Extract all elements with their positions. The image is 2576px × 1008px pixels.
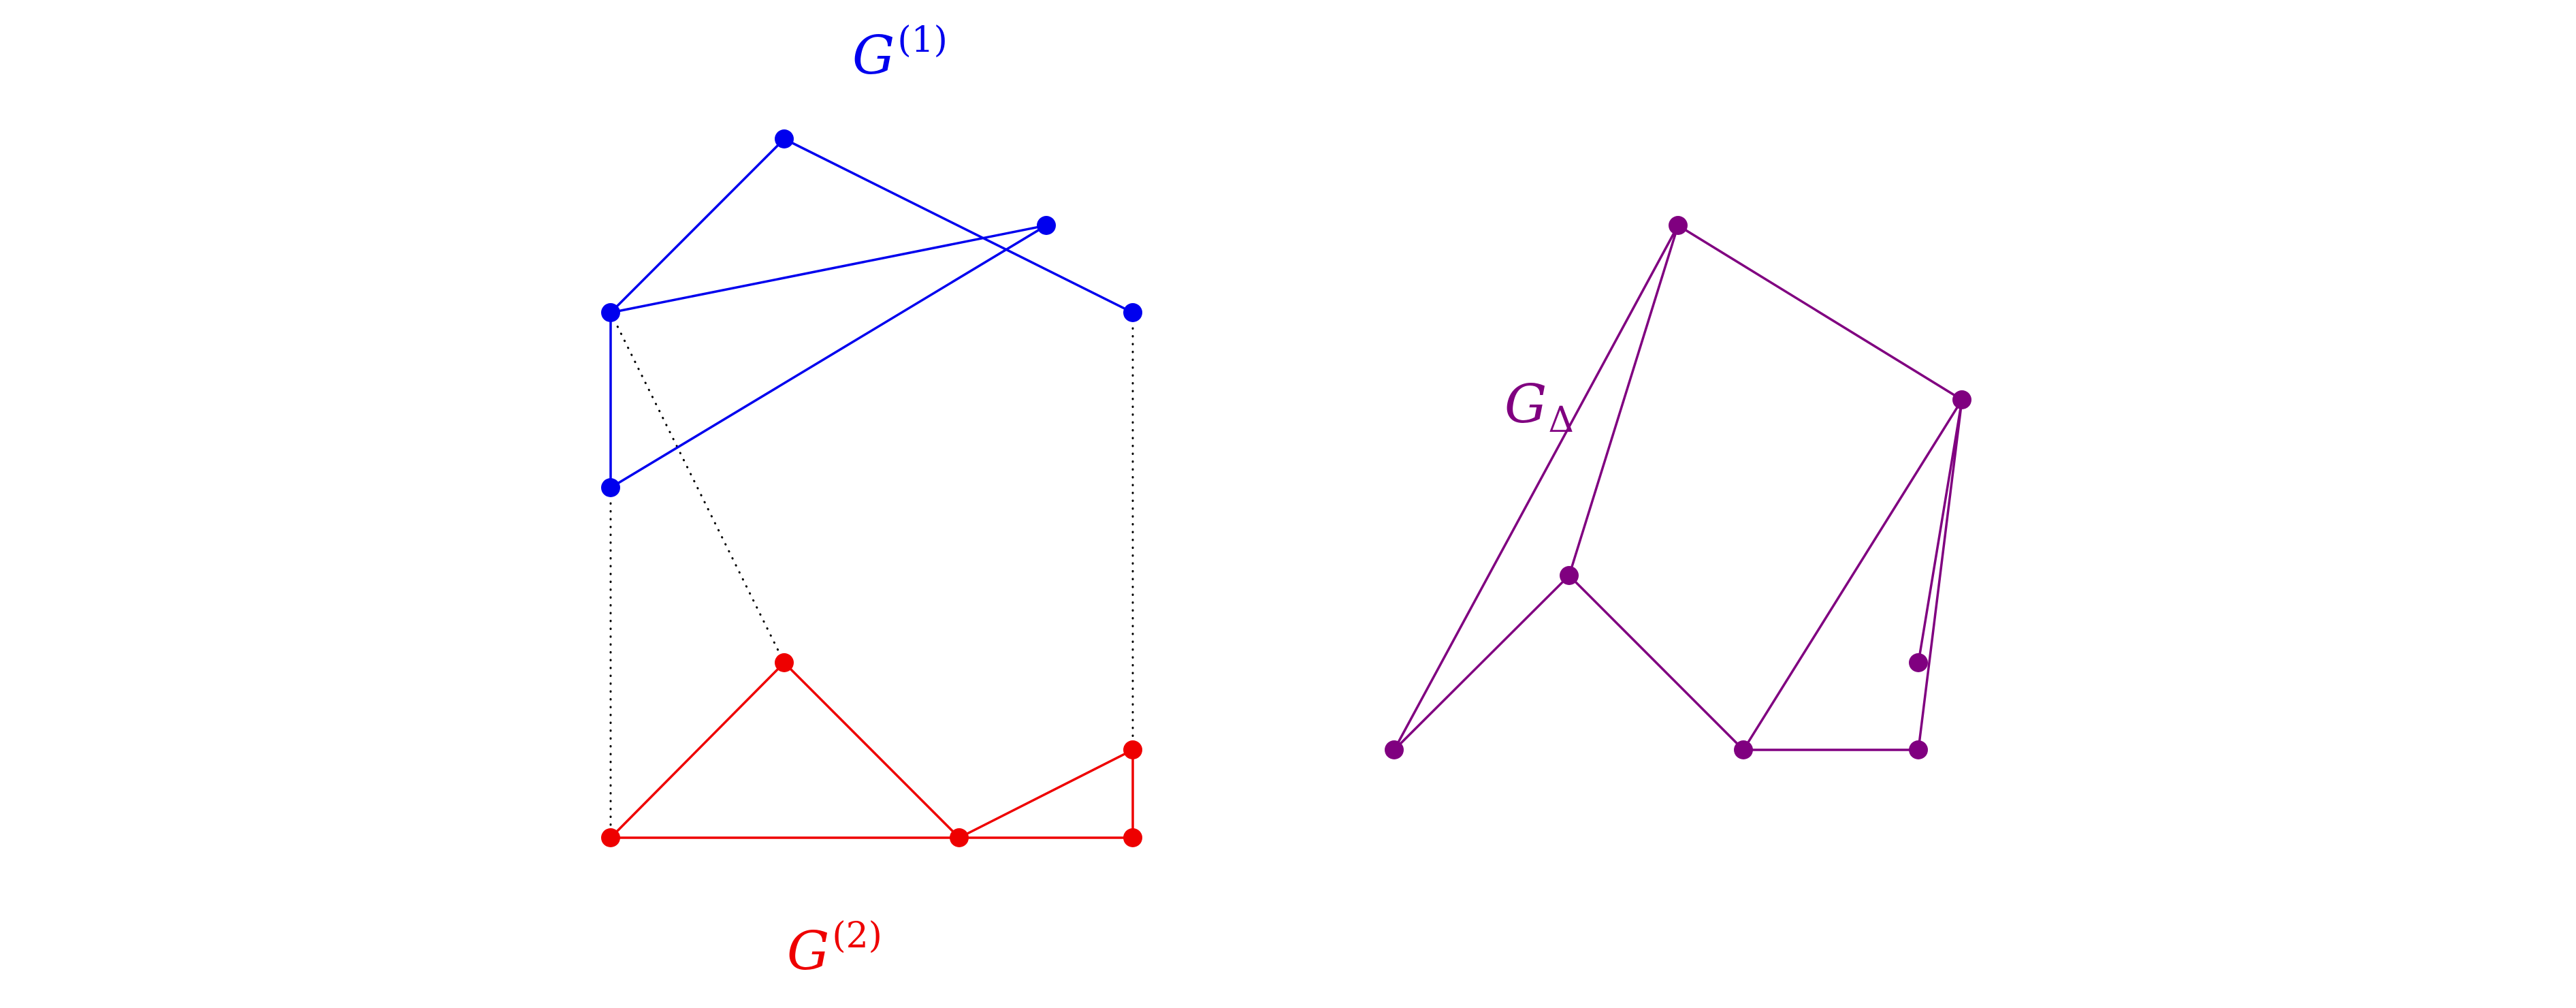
g1-vertex <box>601 478 620 497</box>
graph-g1-label-base: G <box>852 25 895 86</box>
delta-vertex <box>1560 566 1579 585</box>
g1-edge <box>609 138 786 314</box>
g1-vertex <box>601 303 620 322</box>
delta-vertex <box>1734 740 1753 759</box>
g1-edges <box>609 138 1133 489</box>
graph-g2-label: G(2) <box>787 915 882 982</box>
delta-edge <box>1917 399 1963 663</box>
g2-vertex <box>775 653 794 672</box>
g1-edge <box>784 138 1133 314</box>
cross-edge-dotted <box>609 311 786 664</box>
g1-edge <box>610 224 1047 314</box>
delta-vertex <box>1385 740 1404 759</box>
graph-delta-label: GΔ <box>1504 374 1574 441</box>
g2-edges <box>609 661 1134 839</box>
g1-edge <box>610 224 1047 489</box>
g2-vertex <box>950 828 969 847</box>
g1-vertex <box>1123 303 1142 322</box>
graph-g2-label-base: G <box>787 921 829 982</box>
g2-vertex <box>601 828 620 847</box>
delta-vertex <box>1909 653 1928 672</box>
g1-vertex <box>775 129 794 148</box>
nodes <box>601 129 1971 847</box>
delta-edge <box>1393 574 1571 751</box>
graph-g1-label-sup: (1) <box>897 20 948 61</box>
delta-edge <box>1742 399 1963 751</box>
g1-vertex <box>1037 216 1056 235</box>
graph-g2-label-sup: (2) <box>832 915 882 956</box>
delta-vertex <box>1909 740 1928 759</box>
delta-edges <box>1393 224 1963 751</box>
graph-delta-label-base: G <box>1504 374 1547 435</box>
g2-vertex <box>1123 740 1142 759</box>
g2-vertex <box>1123 828 1142 847</box>
delta-edge <box>1677 224 1963 401</box>
g2-edge <box>783 661 961 839</box>
g2-edge <box>959 749 1133 839</box>
delta-edge <box>1568 574 1745 751</box>
delta-edge <box>1568 225 1679 576</box>
delta-edge <box>1393 225 1679 751</box>
g2-edge <box>609 661 786 839</box>
delta-edge <box>1917 399 1963 751</box>
graph-g1-label: G(1) <box>852 20 948 86</box>
delta-vertex <box>1669 216 1688 235</box>
delta-vertex <box>1952 390 1971 409</box>
graph-delta-label-sub: Δ <box>1548 400 1574 441</box>
